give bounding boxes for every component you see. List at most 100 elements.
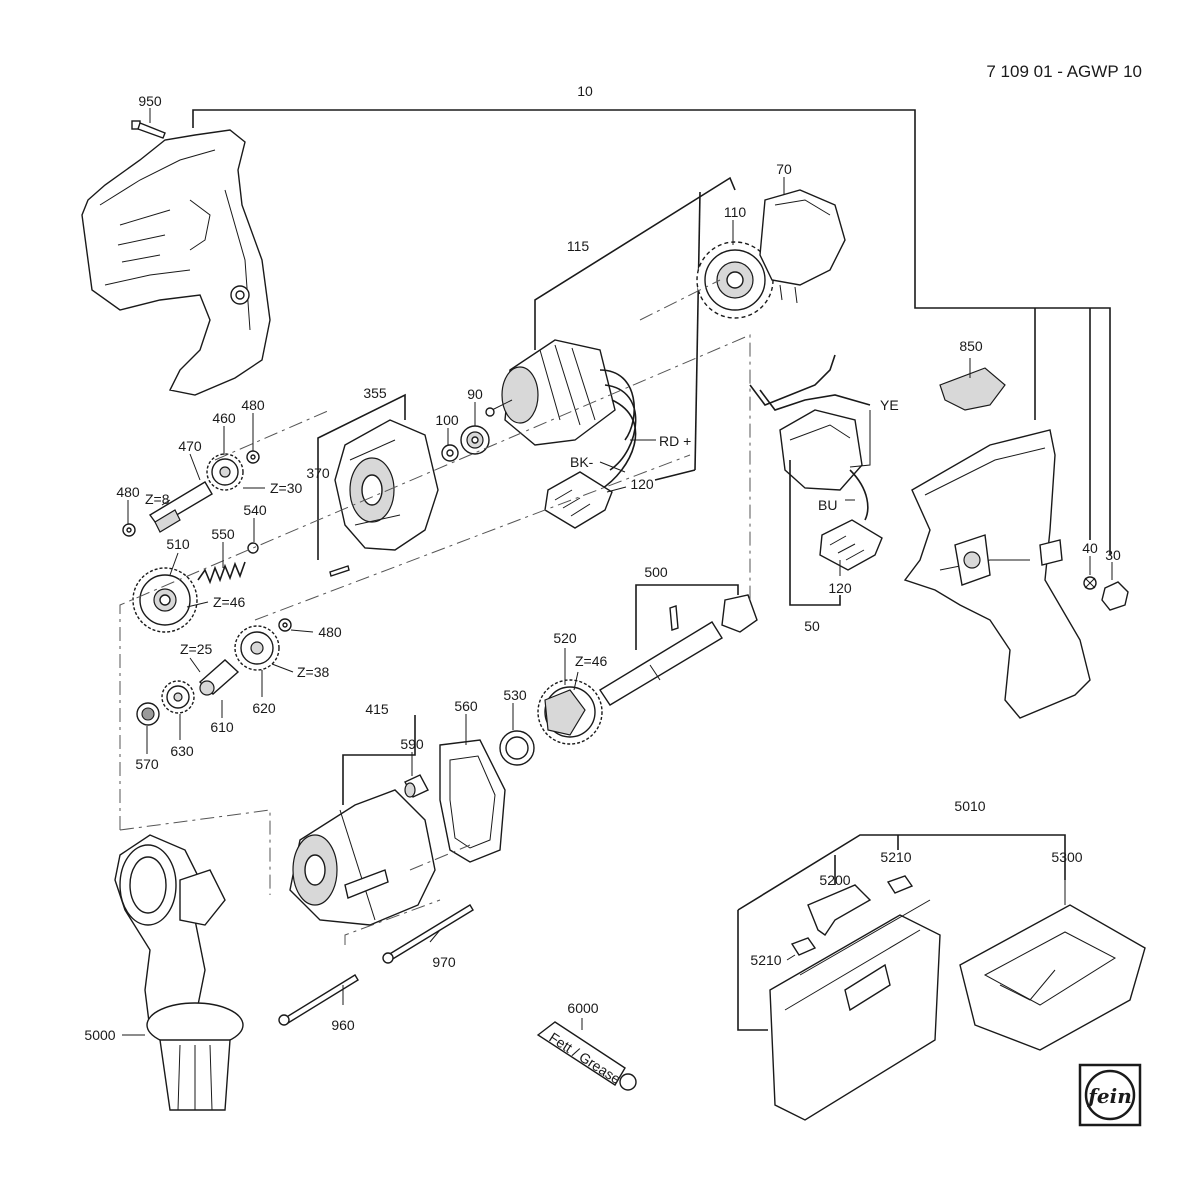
gear-510 [132,567,198,633]
ring-530 [499,730,535,766]
teeth-label-z8: Z=8 [145,491,170,507]
handle-5200 [807,884,872,936]
part-label-970: 970 [432,954,456,970]
part-label-520: 520 [553,630,577,646]
bracket-500 [635,584,739,650]
bracket-115 [534,176,736,481]
pinion-shaft-470 [148,481,213,533]
part-label-630: 630 [170,743,194,759]
bracket-415 [342,715,416,805]
side-handle-5000 [114,834,244,1111]
wire-label-ye: YE [880,397,899,413]
document-id: 7 109 01 - AGWP 10 [986,62,1142,81]
part-label-460: 460 [212,410,236,426]
gear-housing-355 [334,419,439,551]
part-label-570: 570 [135,756,159,772]
part-label-950: 950 [138,93,162,109]
teeth-labels: Z=8 Z=30 Z=46 Z=25 Z=38 Z=46 [145,480,608,680]
part-label-10: 10 [577,83,593,99]
part-label-120-right: 120 [828,580,852,596]
part-label-100: 100 [435,412,459,428]
wire-label-bu: BU [818,497,837,513]
part-label-480-right: 480 [318,624,342,640]
logo-text: fein [1086,1084,1131,1108]
part-label-960: 960 [331,1017,355,1033]
button-30 [1101,581,1129,611]
part-label-5010: 5010 [954,798,985,814]
shaft-610 [198,659,240,696]
part-label-120-left: 120 [630,476,654,492]
clip-5210-left [790,937,817,956]
part-label-110: 110 [724,204,747,220]
switch-module [779,409,869,521]
washer-480-top [246,450,260,464]
gear-460 [206,453,244,491]
fein-logo: fein [1078,1063,1142,1127]
part-label-560: 560 [454,698,478,714]
part-label-50: 50 [804,618,820,634]
bracket-10 [192,109,1111,555]
teeth-label-z38: Z=38 [297,664,330,680]
leader-lines [122,108,1113,1036]
teeth-label-z30: Z=30 [270,480,303,496]
part-label-370: 370 [306,465,330,481]
gear-620 [234,625,280,671]
sleeve-590 [404,774,429,798]
part-label-480-left: 480 [116,484,140,500]
pin-370 [317,448,350,577]
assembly-lines [119,279,751,945]
spring-40 [1083,576,1097,590]
part-label-620: 620 [252,700,276,716]
bearing-570 [136,702,160,726]
part-label-550: 550 [211,526,235,542]
part-label-6000: 6000 [567,1000,598,1016]
part-label-5000: 5000 [84,1027,115,1043]
gasket-560 [439,739,506,863]
part-label-115: 115 [567,238,590,254]
connector-120-left [544,471,613,529]
housing-shell-right [903,429,1091,719]
housing-shell-left [81,129,271,396]
part-label-470: 470 [178,438,202,454]
part-label-70: 70 [776,161,792,177]
screw-950 [131,120,166,139]
part-label-510: 510 [166,536,190,552]
part-label-590: 590 [400,736,424,752]
gear-case-415 [289,789,436,926]
washer-480-right [278,618,292,632]
part-labels: 950 10 70 110 115 355 90 100 480 460 470… [84,83,1121,1043]
insert-5300 [959,904,1146,1051]
wire-label-rd: RD + [659,433,691,449]
cover-70 [759,189,846,304]
part-label-5300: 5300 [1051,849,1082,865]
ring-540 [247,542,259,554]
gear-520 [537,679,603,745]
part-label-30: 30 [1105,547,1121,563]
clip-5210-top [886,875,914,894]
part-label-40: 40 [1082,540,1098,556]
part-label-90: 90 [467,386,483,402]
part-label-5210-left: 5210 [750,952,781,968]
part-label-5200: 5200 [819,872,850,888]
part-label-530: 530 [503,687,527,703]
washer-100 [441,444,459,462]
pin-500 [669,605,679,631]
part-label-610: 610 [210,719,234,735]
teeth-label-z46-left: Z=46 [213,594,246,610]
motor-115 [485,339,637,491]
screw-960 [278,974,359,1026]
connector-120-right [819,519,883,571]
grease-label: Fett / Grease [546,1029,623,1087]
spring-550 [197,561,246,585]
washer-480-left [122,523,136,537]
part-label-415: 415 [365,701,389,717]
bracket-50 [789,460,841,606]
screw-970 [382,904,474,964]
part-label-480-top: 480 [241,397,265,413]
bracket-5010 [737,834,1066,1031]
tool-case-5010 [769,899,941,1121]
spindle-500 [599,594,758,706]
button-850 [939,367,1006,411]
part-label-540: 540 [243,502,267,518]
